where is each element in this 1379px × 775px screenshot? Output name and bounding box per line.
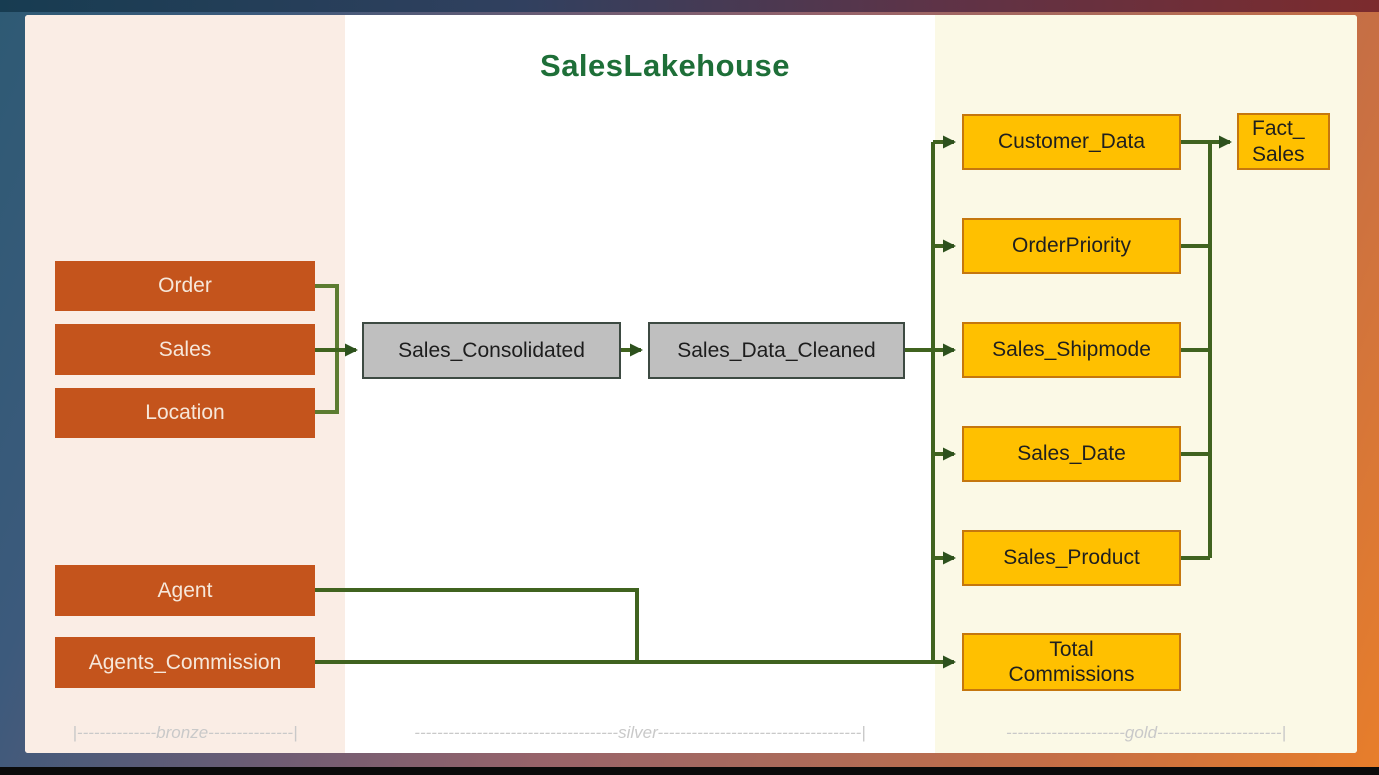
zone-label-silver: ------------------------------------silv…	[414, 723, 866, 742]
node-order-priority-label: OrderPriority	[1011, 234, 1132, 258]
node-sales-product-label: Sales_Product	[1003, 546, 1140, 570]
zone-ruler: |--------------bronze---------------| --…	[25, 718, 1357, 748]
node-order-label: Order	[158, 274, 212, 298]
bottom-border-strip	[0, 767, 1379, 775]
node-sales-data-cleaned: Sales_Data_Cleaned	[648, 322, 905, 379]
node-customer-data: Customer_Data	[962, 114, 1181, 170]
node-agents-commission: Agents_Commission	[55, 637, 315, 688]
node-agents-commission-label: Agents_Commission	[88, 650, 282, 674]
node-fact-sales: Fact_ Sales	[1237, 113, 1330, 170]
node-sales: Sales	[55, 324, 315, 375]
node-total-commissions: Total Commissions	[962, 633, 1181, 691]
node-total-commissions-line1: Total	[1049, 637, 1094, 661]
diagram-canvas: SalesLakehouse	[25, 15, 1357, 753]
page-title: SalesLakehouse	[540, 48, 790, 83]
node-location-label: Location	[145, 401, 225, 425]
node-order: Order	[55, 261, 315, 311]
node-order-priority: OrderPriority	[962, 218, 1181, 274]
node-sales-consolidated-label: Sales_Consolidated	[398, 338, 585, 362]
node-sales-data-cleaned-label: Sales_Data_Cleaned	[677, 338, 876, 362]
node-sales-date: Sales_Date	[962, 426, 1181, 482]
top-border-strip	[0, 0, 1379, 12]
node-sales-consolidated: Sales_Consolidated	[362, 322, 621, 379]
node-fact-sales-line1: Fact_	[1252, 117, 1305, 141]
edge-agent-merge	[315, 588, 639, 662]
node-sales-shipmode: Sales_Shipmode	[962, 322, 1181, 378]
node-sales-label: Sales	[158, 337, 212, 361]
zone-label-gold: ---------------------gold---------------…	[1006, 723, 1286, 742]
node-sales-shipmode-label: Sales_Shipmode	[992, 338, 1151, 362]
node-total-commissions-line2: Commissions	[1008, 663, 1135, 686]
node-fact-sales-line2: Sales	[1252, 142, 1305, 166]
node-location: Location	[55, 388, 315, 438]
node-sales-product: Sales_Product	[962, 530, 1181, 586]
connector-lines	[315, 135, 1232, 669]
node-customer-data-label: Customer_Data	[997, 130, 1146, 154]
bronze-zone-background	[25, 15, 345, 753]
node-agent: Agent	[55, 565, 315, 616]
zone-label-bronze: |--------------bronze---------------|	[72, 723, 298, 742]
node-agent-label: Agent	[157, 578, 213, 602]
node-sales-date-label: Sales_Date	[1017, 442, 1126, 466]
